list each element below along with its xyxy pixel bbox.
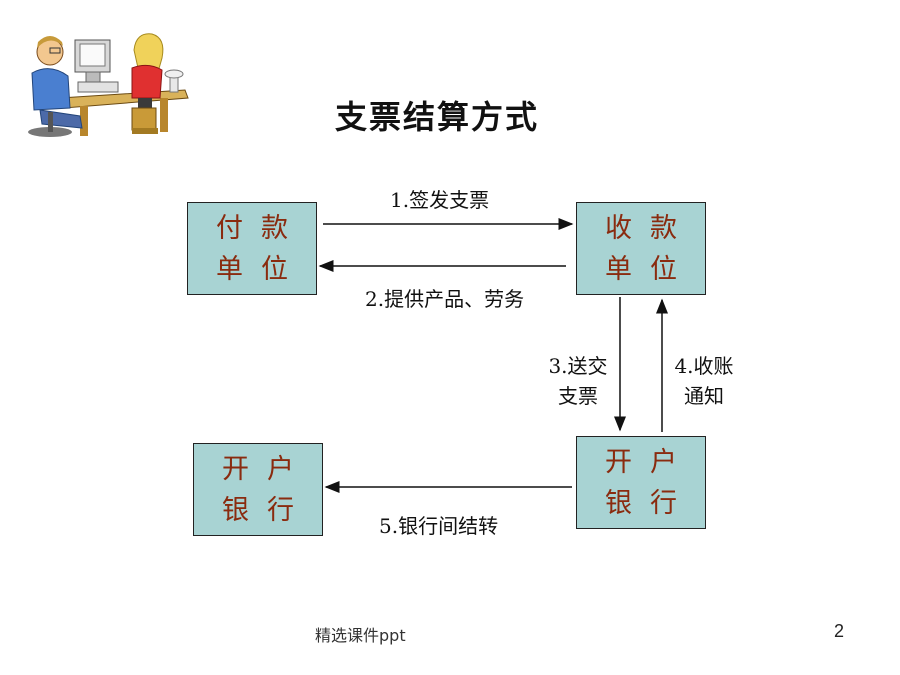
footer-text: 精选课件ppt [315, 626, 406, 645]
edge-label-e3-line2: 支票 [558, 384, 598, 408]
payer-line2: 单位 [216, 253, 306, 285]
payee-box: 收款 单位 [576, 202, 706, 295]
edge-label-e4: 4.收账 通知 [666, 351, 742, 411]
payer-bank-line2: 银行 [222, 494, 312, 526]
payee-bank-line1: 开户 [605, 446, 695, 478]
edge-label-e4-line1: 4.收账 [674, 354, 734, 378]
edge-label-e4-line2: 通知 [684, 384, 724, 408]
payee-bank-box: 开户 银行 [576, 436, 706, 529]
edge-label-e2: 2.提供产品、劳务 [365, 287, 525, 311]
people-at-computer-icon [28, 33, 189, 137]
page-title: 支票结算方式 [335, 98, 540, 136]
payer-box: 付款 单位 [187, 202, 317, 295]
edge-label-e5: 5.银行间结转 [379, 514, 499, 538]
payer-bank-box: 开户 银行 [193, 443, 323, 536]
payee-line2: 单位 [605, 253, 695, 285]
edge-label-e3-line1: 3.送交 [548, 354, 608, 378]
page-number: 2 [834, 621, 845, 641]
edge-label-e3: 3.送交 支票 [540, 351, 616, 411]
payer-line1: 付款 [216, 212, 306, 244]
edge-label-e1: 1.签发支票 [390, 188, 490, 212]
payee-line1: 收款 [605, 212, 695, 244]
payee-bank-line2: 银行 [605, 487, 695, 519]
payer-bank-line1: 开户 [222, 453, 312, 485]
